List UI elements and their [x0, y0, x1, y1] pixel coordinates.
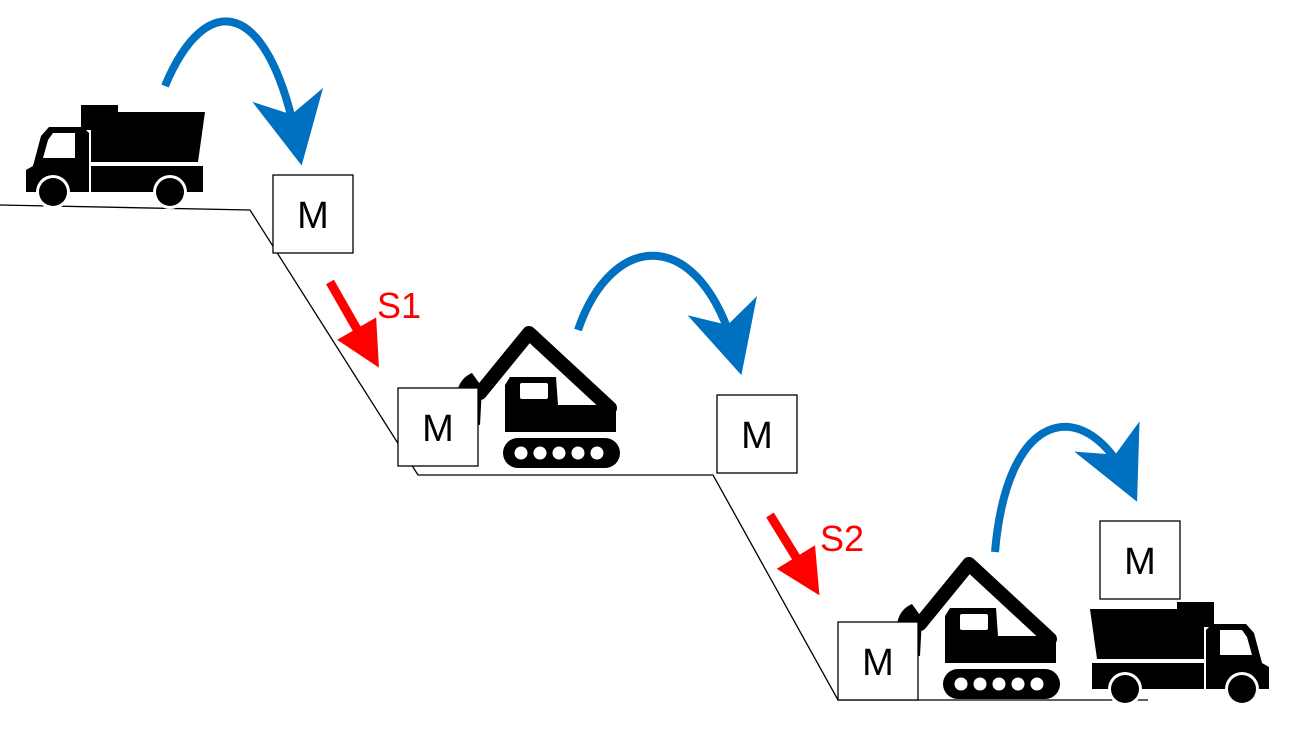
transfer-arrow — [991, 421, 1140, 553]
material-box-label: M — [1124, 541, 1156, 583]
transfer-arrow — [574, 251, 757, 376]
material-box: M — [272, 174, 354, 254]
step-label: S2 — [820, 518, 864, 559]
step-arrow — [326, 279, 379, 368]
excavator-icon — [457, 333, 620, 468]
transfer-arrow — [161, 17, 324, 166]
step-label: S1 — [377, 285, 421, 326]
dump-truck-icon — [1090, 602, 1269, 706]
material-box: M — [397, 387, 479, 467]
material-box-label: M — [422, 408, 454, 450]
material-box: M — [1099, 520, 1181, 600]
dump-truck-icon — [26, 105, 205, 209]
step-arrow — [766, 512, 820, 596]
material-box-label: M — [862, 642, 894, 684]
material-box: M — [837, 621, 919, 701]
material-box-label: M — [741, 415, 773, 457]
material-box-label: M — [297, 195, 329, 237]
excavator-icon — [897, 564, 1060, 699]
material-box: M — [716, 394, 798, 474]
